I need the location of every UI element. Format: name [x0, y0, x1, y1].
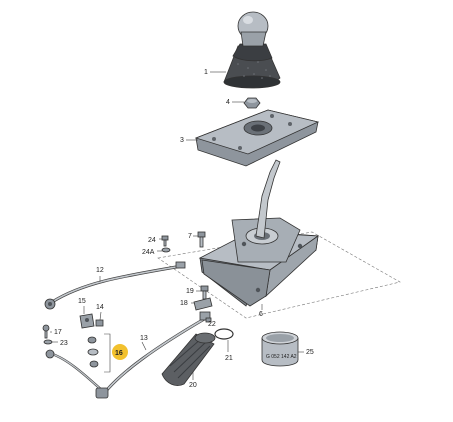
callout-12: 12 — [96, 267, 104, 274]
callout-22: 22 — [208, 321, 216, 328]
leader-lines — [50, 71, 304, 380]
clip-14 — [95, 319, 104, 327]
o-ring — [214, 328, 234, 340]
callout-20: 20 — [189, 382, 197, 389]
nut — [243, 97, 261, 109]
callout-13: 13 — [140, 335, 148, 342]
bolt-24 — [161, 235, 169, 247]
bracket-clip — [193, 297, 213, 311]
washer-23 — [43, 339, 53, 345]
callout-3: 3 — [180, 137, 184, 144]
washer-24a — [161, 247, 171, 253]
callout-7: 7 — [188, 233, 192, 240]
bolt-7 — [197, 231, 206, 248]
callout-25: 25 — [306, 349, 314, 356]
callout-18: 18 — [180, 300, 188, 307]
cover-plate — [194, 109, 320, 167]
sleeve: G 052 142 A2 — [261, 331, 299, 367]
callout-labels: 1 4 3 7 24 24A 12 19 18 6 15 14 17 23 13… — [54, 69, 314, 389]
callout-19: 19 — [186, 288, 194, 295]
callout-16-highlight — [112, 344, 128, 360]
callout-24: 24 — [148, 237, 156, 244]
sleeve-marking: G 052 142 A2 — [266, 354, 297, 360]
callout-23: 23 — [60, 340, 68, 347]
screw-22 — [205, 317, 212, 323]
callout-1: 1 — [204, 69, 208, 76]
joint-15 — [79, 313, 95, 329]
callout-21: 21 — [225, 355, 233, 362]
callout-17: 17 — [54, 329, 62, 336]
rubber-boot — [161, 332, 216, 386]
floor-plane-outline — [157, 231, 401, 319]
selector-rod — [44, 261, 186, 310]
callout-4: 4 — [226, 99, 230, 106]
callout-24a: 24A — [142, 249, 155, 256]
callout-14: 14 — [96, 304, 104, 311]
callout-6: 6 — [259, 311, 263, 318]
callout-16: 16 — [115, 350, 123, 357]
bolt-17 — [42, 324, 50, 339]
gear-knob-boot — [223, 11, 281, 89]
callout-15: 15 — [78, 298, 86, 305]
bushing-stack-16 — [87, 333, 111, 373]
shift-cable — [45, 311, 211, 399]
bolt-19 — [200, 285, 209, 300]
shift-housing — [198, 159, 320, 307]
